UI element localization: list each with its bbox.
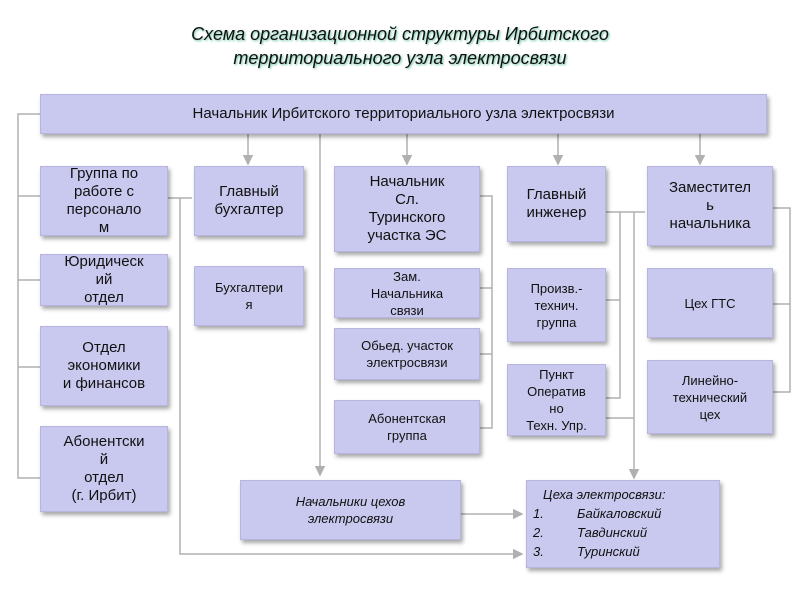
shops-block: Цеха электросвязи: 1. Байкаловский 2. Тавд… [533,485,713,561]
node-hr-group-label: Группа по работе с персонало м [66,166,142,236]
node-accounting-label: Бухгалтери я [214,280,284,312]
page-title: Схема организационной структуры Ирбитско… [100,22,700,70]
node-shops: Цеха электросвязи: 1. Байкаловский 2. Тавд… [526,480,720,568]
node-subscriber-group-label: Абонентская группа [368,411,446,443]
node-chief-accountant-label: Главный бухгалтер [214,183,284,218]
node-tech-control: Пункт Оператив но Техн. Упр. [507,364,606,436]
node-head-label: Начальник Ирбитского территориального уз… [192,105,615,122]
connector-left-bracket [17,113,40,479]
node-line-tech-shop-label: Линейно- технический цех [672,372,748,422]
node-deputy-label: Заместител ь начальника [668,179,752,232]
node-gts-shop: Цех ГТС [647,268,773,338]
node-tech-control-label: Пункт Оператив но Техн. Упр. [526,367,587,433]
node-economics: Отдел экономики и финансов [40,326,168,406]
node-legal: Юридическ ий отдел [40,254,168,306]
node-production-group-label: Произв.- технич. группа [530,280,583,330]
node-shop-heads: Начальники цехов электросвязи [240,480,461,540]
shops-item-name: Тавдинский [577,525,648,540]
shops-list: 1. Байкаловский 2. Тавдинский 3. Туринский [533,504,713,561]
node-gts-shop-label: Цех ГТС [684,295,736,311]
node-hr-group: Группа по работе с персонало м [40,166,168,236]
node-head: Начальник Ирбитского территориального уз… [40,94,767,134]
node-production-group: Произв.- технич. группа [507,268,606,342]
shops-item-name: Байкаловский [577,506,662,521]
title-line-2: территориального узла электросвязи [233,48,567,68]
title-line-1: Схема организационной структуры Ирбитско… [191,24,609,44]
node-deputy-head-comm: Зам. Начальника связи [334,268,480,318]
node-deputy: Заместител ь начальника [647,166,773,246]
shops-item-num: 2. [533,525,544,540]
shops-heading: Цеха электросвязи: [543,487,666,502]
node-subscriber-dept-label: Абонентски й отдел (г. Ирбит) [63,433,145,504]
shops-item-num: 1. [533,506,544,521]
shops-item-num: 3. [533,544,544,559]
node-accounting: Бухгалтери я [194,266,304,326]
node-shop-heads-label: Начальники цехов электросвязи [295,494,406,526]
shops-list-item: 2. Тавдинский [533,523,713,542]
connector-engineer-bracket [606,211,621,399]
shops-item-name: Туринский [577,544,640,559]
node-line-tech-shop: Линейно- технический цех [647,360,773,434]
node-united-section-label: Обьед. участок электросвязи [361,338,453,370]
shops-list-item: 3. Туринский [533,542,713,561]
node-legal-label: Юридическ ий отдел [64,254,144,306]
node-subscriber-group: Абонентская группа [334,400,480,454]
connector-turinsk-bracket [480,195,493,429]
node-chief-accountant: Главный бухгалтер [194,166,304,236]
node-deputy-head-comm-label: Зам. Начальника связи [370,268,444,318]
node-chief-engineer-label: Главный инженер [526,186,587,221]
node-economics-label: Отдел экономики и финансов [62,339,146,392]
node-turinsk-head-label: Начальник Сл. Туринского участка ЭС [367,173,447,244]
shops-list-item: 1. Байкаловский [533,504,713,523]
node-turinsk-head: Начальник Сл. Туринского участка ЭС [334,166,480,252]
node-united-section: Обьед. участок электросвязи [334,328,480,380]
node-subscriber-dept: Абонентски й отдел (г. Ирбит) [40,426,168,512]
node-chief-engineer: Главный инженер [507,166,606,242]
connector-hr-bottom [168,197,524,560]
connector-deputy-bracket [773,207,791,393]
